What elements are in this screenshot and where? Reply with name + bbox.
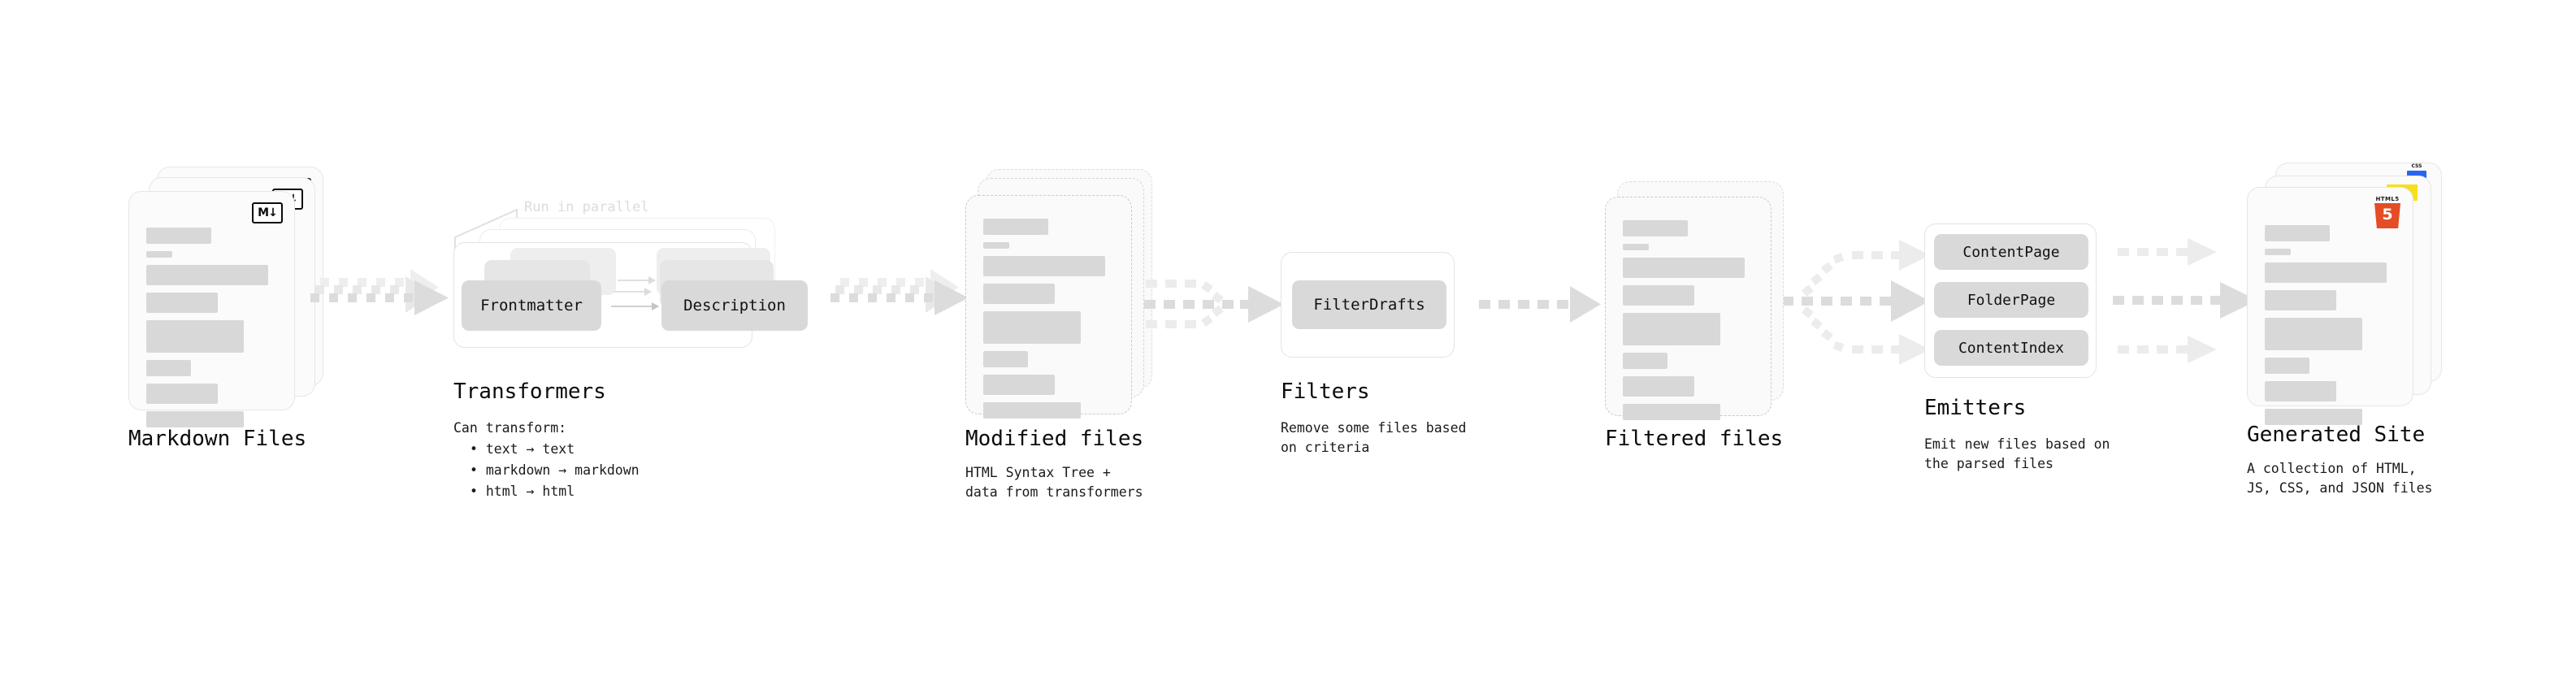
doc-bar xyxy=(2265,262,2387,283)
doc-bar xyxy=(1623,244,1649,250)
doc-bar xyxy=(2265,409,2362,425)
html5-badge-label: HTML5 xyxy=(2375,196,2400,202)
connector-md-to-transformers xyxy=(310,269,449,315)
document-placeholder-bars xyxy=(2265,225,2387,432)
transformer-inner-arrow-back1 xyxy=(614,288,652,296)
run-in-parallel-label: Run in parallel xyxy=(524,199,649,215)
markdown-icon: M↓ xyxy=(252,202,283,223)
css-badge-glyph: CSS xyxy=(2407,163,2426,178)
doc-bar xyxy=(2265,318,2362,350)
connector-emitters-to-site xyxy=(2113,238,2257,363)
connector-filters-to-filtered xyxy=(1479,286,1601,323)
doc-bar xyxy=(146,265,268,285)
doc-bar xyxy=(1623,285,1694,306)
filtered-file-card-front[interactable] xyxy=(1605,197,1772,420)
css-badge-label: CSS xyxy=(2411,163,2422,169)
stage-title-filtered-files: Filtered files xyxy=(1605,427,1784,451)
stage-title-filters: Filters xyxy=(1281,380,1370,404)
doc-bar xyxy=(146,251,172,258)
transformer-inner-arrow-front xyxy=(611,302,659,310)
markdown-badge-glyph: M↓ xyxy=(252,202,283,223)
transformers-bullet-0: • text → text xyxy=(470,441,575,457)
doc-bar xyxy=(1623,220,1688,236)
doc-bar xyxy=(983,284,1055,304)
transformer-node-description[interactable]: Description xyxy=(661,280,808,331)
doc-bar xyxy=(146,360,191,376)
document-placeholder-bars xyxy=(983,219,1105,426)
doc-bar xyxy=(1623,376,1694,397)
doc-bar xyxy=(146,384,218,404)
emitters-subtitle: Emit new files based on the parsed files xyxy=(1924,436,2110,471)
document-placeholder-bars xyxy=(1623,220,1745,427)
generated-site-subtitle: A collection of HTML, JS, CSS, and JSON … xyxy=(2247,461,2433,496)
html5-icon: HTML5 xyxy=(2374,196,2401,228)
doc-bar xyxy=(2265,290,2336,310)
stage-title-modified-files: Modified files xyxy=(965,427,1144,451)
doc-bar xyxy=(2265,381,2336,401)
document-placeholder-bars xyxy=(146,228,268,435)
doc-bar xyxy=(2265,249,2291,255)
doc-bar xyxy=(146,411,244,427)
connector-modified-to-filters xyxy=(1144,280,1284,328)
transformer-node-frontmatter[interactable]: Frontmatter xyxy=(462,280,601,331)
doc-bar xyxy=(983,351,1028,367)
stage-title-transformers: Transformers xyxy=(453,380,606,404)
emitter-node-folderpage[interactable]: FolderPage xyxy=(1934,282,2088,318)
html5-shield xyxy=(2374,203,2400,228)
transformers-bullet-1: • markdown → markdown xyxy=(470,462,640,478)
doc-bar xyxy=(983,402,1081,419)
doc-bar xyxy=(2265,358,2309,374)
transformer-inner-arrow-back2 xyxy=(618,276,656,284)
stage-title-emitters: Emitters xyxy=(1924,396,2027,420)
connector-filtered-to-emitters xyxy=(1784,240,1930,365)
stage-title-markdown-files: Markdown Files xyxy=(128,427,307,451)
emitter-node-contentindex[interactable]: ContentIndex xyxy=(1934,330,2088,366)
stage-title-generated-site: Generated Site xyxy=(2247,423,2426,447)
modified-file-card-front[interactable] xyxy=(965,195,1132,419)
css-icon: CSS xyxy=(2407,163,2426,178)
markdown-file-card-front[interactable]: M↓ xyxy=(128,191,295,427)
filters-subtitle: Remove some files based on criteria xyxy=(1281,420,1467,455)
doc-bar xyxy=(983,311,1081,344)
modified-files-subtitle: HTML Syntax Tree + data from transformer… xyxy=(965,465,1143,500)
site-file-card-html[interactable]: HTML5 xyxy=(2247,187,2413,425)
doc-bar xyxy=(983,375,1055,395)
transformers-subtitle: Can transform: xyxy=(453,420,567,436)
doc-bar xyxy=(1623,404,1720,420)
html5-badge-glyph: HTML5 xyxy=(2374,196,2401,228)
connector-transformers-to-modified xyxy=(830,269,969,315)
transformers-bullet-2: • html → html xyxy=(470,484,575,499)
doc-bar xyxy=(1623,353,1667,369)
doc-bar xyxy=(146,228,211,244)
doc-bar xyxy=(1623,258,1745,278)
doc-bar xyxy=(2265,225,2330,241)
emitter-node-contentpage[interactable]: ContentPage xyxy=(1934,234,2088,270)
doc-bar xyxy=(983,256,1105,276)
doc-bar xyxy=(146,293,218,313)
filter-node-filterdrafts[interactable]: FilterDrafts xyxy=(1292,280,1446,329)
doc-bar xyxy=(146,320,244,353)
doc-bar xyxy=(1623,313,1720,345)
doc-bar xyxy=(983,242,1009,249)
doc-bar xyxy=(983,219,1048,235)
